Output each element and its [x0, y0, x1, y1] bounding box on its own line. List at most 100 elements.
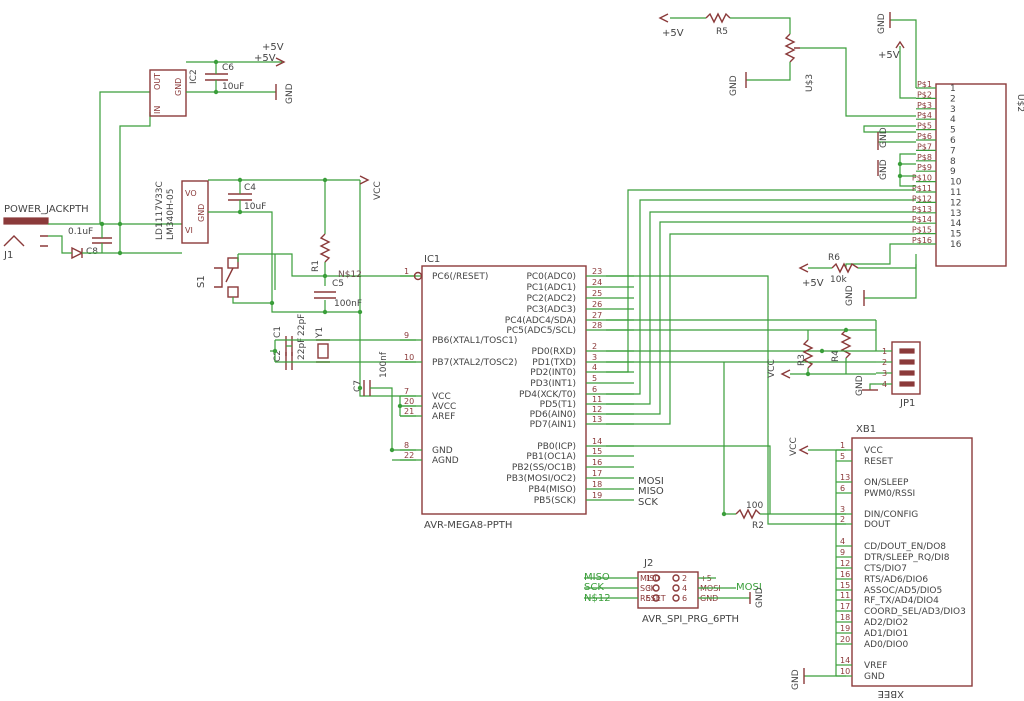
- xbee-vcc-label: VCC: [789, 437, 799, 456]
- junction: [322, 309, 328, 315]
- ic1-name: AVR-MEGA8-PPTH: [424, 520, 512, 531]
- ic1-left-pin-number: 9: [404, 331, 409, 340]
- module-xbee[interactable]: [851, 437, 973, 687]
- ic1-right-pin-name: PD4(XCK/T0): [519, 390, 576, 400]
- resistor-r3[interactable]: [802, 339, 814, 369]
- j2-left-pin-number: 3: [646, 584, 651, 593]
- diode-symbol: [71, 246, 84, 260]
- xbee-pin-number: 19: [840, 624, 850, 633]
- ic2-5v-label-1: +5V: [262, 42, 284, 53]
- xbee-pin-name: RESET: [864, 457, 893, 467]
- wires-u3: [746, 47, 916, 117]
- capacitor-c2[interactable]: [285, 352, 293, 370]
- xbee-pin-number: 12: [840, 559, 850, 568]
- j2-mosi-net: MOSI: [736, 582, 762, 593]
- r1-zigzag: [319, 233, 331, 263]
- ic2-gnd-label: GND: [285, 83, 295, 104]
- resistor-r5[interactable]: [705, 12, 731, 24]
- ic1-right-pin-name: PB0(ICP): [537, 442, 576, 452]
- r3-zigzag: [802, 339, 814, 369]
- xbee-pin-name: RF_TX/AD4/DIO4: [864, 596, 939, 606]
- c1-value: 22pF: [297, 314, 307, 336]
- y1-body: [317, 343, 329, 359]
- regulator-ic2[interactable]: [149, 69, 187, 117]
- header-jp1[interactable]: [891, 341, 921, 395]
- ic1-left-pin-number: 21: [404, 407, 414, 416]
- u2-pin-number: 13: [950, 209, 961, 219]
- u2-gnd-label-mid1: GND: [879, 127, 889, 148]
- ic1-right-pin-number: 26: [592, 300, 602, 309]
- junction: [213, 89, 219, 95]
- r1-ref: R1: [311, 260, 321, 272]
- u2-pin-number: 12: [950, 198, 961, 208]
- ic2-out-pin: OUT: [153, 73, 162, 90]
- xbee-body: [851, 437, 973, 687]
- jp1-pin-number: 4: [882, 380, 887, 389]
- switch-s1[interactable]: [214, 257, 239, 298]
- r5-5v-label: +5V: [662, 28, 684, 39]
- xbee-pin-name: DTR/SLEEP_RQ/DI8: [864, 553, 950, 563]
- junction: [272, 348, 278, 354]
- u2-pin-number: 16: [950, 240, 962, 250]
- xbee-pin-name: AD0/DIO0: [864, 640, 909, 650]
- r2-value: 100: [746, 501, 763, 511]
- ic1-right-pin-number: 24: [592, 278, 602, 287]
- xbee-ref: XB1: [856, 424, 876, 435]
- ic1-right-pin-number: 18: [592, 480, 602, 489]
- wires-reset: [232, 253, 416, 304]
- microcontroller-ic1[interactable]: [421, 265, 587, 515]
- y1-ref: Y1: [315, 327, 325, 339]
- u2-pin-name: P$14: [912, 215, 932, 224]
- capacitor-c7[interactable]: [363, 380, 371, 396]
- capacitor-c4[interactable]: [228, 193, 252, 201]
- r5-5v-arrow: [658, 13, 669, 23]
- wires-vcc-rail: [208, 179, 400, 397]
- diode-d1[interactable]: [71, 246, 84, 260]
- ic1-reset-inversion: [413, 271, 423, 281]
- c2-ref: C2: [273, 350, 283, 362]
- capacitor-c8[interactable]: [92, 237, 112, 244]
- u2-pin-number: 2: [950, 94, 956, 104]
- xbee-gnd-label: GND: [791, 669, 801, 690]
- u2-pin-name: P$5: [917, 122, 932, 131]
- resistor-r6[interactable]: [831, 262, 859, 274]
- xbee-pin-name: DIN/CONFIG: [864, 510, 918, 520]
- u2-pin-number: 10: [950, 178, 962, 188]
- u2-gnd-label-mid2: GND: [879, 159, 889, 180]
- connector-j2[interactable]: [637, 571, 699, 609]
- reg1-gnd-pin: GND: [197, 204, 206, 222]
- xbee-pin-number: 2: [840, 515, 845, 524]
- capacitor-c5[interactable]: [314, 291, 336, 299]
- resistor-r1[interactable]: [319, 233, 331, 263]
- j2-left-pin-name: MISO: [640, 574, 661, 583]
- ic1-right-pin-number: 27: [592, 311, 602, 320]
- junction: [237, 209, 243, 215]
- header-u2[interactable]: [935, 83, 1007, 267]
- r5-zigzag: [705, 12, 731, 24]
- jp1-gnd-label: GND: [855, 375, 865, 396]
- xbee-vcc-arrow: [798, 445, 809, 455]
- capacitor-c6[interactable]: [205, 73, 228, 81]
- potentiometer-u3[interactable]: [784, 33, 800, 63]
- resistor-r2[interactable]: [735, 508, 761, 520]
- u2-pin-number: 11: [950, 188, 961, 198]
- u2-5v-arrow: [895, 40, 905, 49]
- u2-pin-number: 14: [950, 219, 962, 229]
- ic1-left-pin-name: AGND: [432, 456, 459, 466]
- junction: [99, 221, 105, 227]
- j2-left-pin-circle: [652, 594, 660, 602]
- power-jack-j1[interactable]: [3, 217, 49, 247]
- ic1-left-pin-number: 1: [404, 267, 409, 276]
- resistor-r4[interactable]: [840, 329, 852, 359]
- j2-left-pin-number: 5: [646, 594, 651, 603]
- xbee-pin-number: 10: [840, 667, 850, 676]
- ic1-right-pin-name: PB3(MOSI/OC2): [506, 474, 576, 484]
- xbee-pin-number: 13: [840, 473, 850, 482]
- wires-ic1-right: [606, 189, 916, 525]
- crystal-y1[interactable]: [316, 339, 330, 363]
- junction: [322, 273, 328, 279]
- s1-pad-bottom: [227, 286, 239, 298]
- ic1-right-pin-number: 12: [592, 405, 602, 414]
